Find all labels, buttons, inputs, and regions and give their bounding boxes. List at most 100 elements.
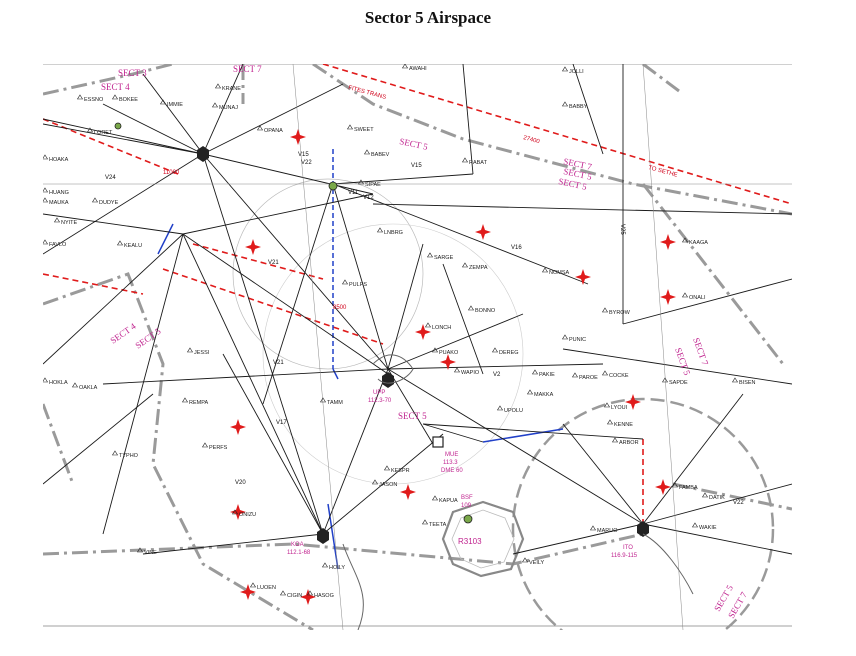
fix-icon <box>571 372 579 378</box>
fix-label: MAKKA <box>534 392 554 398</box>
fix-icon <box>426 252 434 258</box>
fix-icon <box>43 197 49 203</box>
fix-icon <box>561 334 569 340</box>
fix-label: CIGIN <box>287 593 302 599</box>
fix-icon <box>371 479 379 485</box>
fix-label: PERFS <box>209 445 228 451</box>
fix-icon <box>561 101 569 107</box>
fix-icon <box>376 227 384 233</box>
fix-label: IMMIE <box>167 102 183 108</box>
fix-icon <box>136 547 144 553</box>
coastline <box>342 354 694 630</box>
route-label: TO SETHE <box>647 165 677 179</box>
fix-icon <box>561 66 569 72</box>
blue-route <box>157 149 564 570</box>
frame-ticks <box>43 64 792 627</box>
fix-icon <box>661 377 669 383</box>
fix-label: SIPAE <box>365 182 381 188</box>
sector-map-svg: SECT 3 SECT 4 SECT 5 SECT 7 SECT 5 SECT … <box>43 64 792 630</box>
fix-icon <box>43 154 49 160</box>
fix-icon <box>526 389 534 395</box>
fix-icon <box>603 402 611 408</box>
fix-label: WAPIO <box>461 370 480 376</box>
fix-icon <box>357 179 365 185</box>
navaid-freq: 112.3-70 <box>368 398 392 404</box>
altitude-label: 27400 <box>522 135 540 145</box>
sector-label: SECT 4 <box>101 82 130 92</box>
fix-label: BABEV <box>371 152 390 158</box>
altitude-label: 8500 <box>333 305 347 311</box>
fix-icon <box>211 102 219 108</box>
sector-label: SECT 5 <box>673 346 692 377</box>
fix-label: KAPUA <box>439 498 458 504</box>
fix-icon <box>461 157 469 163</box>
fix-icon <box>86 127 94 133</box>
navaid-ito-icon <box>637 521 649 537</box>
fix-icon <box>256 125 264 131</box>
navaid-name: ITO <box>623 545 633 551</box>
page-title: Sector 5 Airspace <box>364 8 492 27</box>
fix-label: LUOEN <box>257 585 276 591</box>
fix-label: SAPDE <box>669 380 688 386</box>
fix-label: KRANE <box>222 86 241 92</box>
fix-icon <box>461 262 469 268</box>
fix-label: PAROE <box>579 375 598 381</box>
fix-label: OPANA <box>264 128 283 134</box>
fix-icon <box>363 149 371 155</box>
navaid-green2-icon <box>114 122 122 130</box>
airway-label: V16 <box>511 245 522 251</box>
sector-label: SECT 7 <box>233 64 262 74</box>
range-ring <box>232 178 424 370</box>
fix-label: MUNAJ <box>219 105 238 111</box>
fix-label: DUDYE <box>99 200 119 206</box>
fix-label: WAKIE <box>699 525 717 531</box>
fix-label: UPOLU <box>504 408 523 414</box>
fix-label: FAMBA <box>679 485 698 491</box>
fix-label: NYITE <box>61 220 78 226</box>
fix-icon <box>319 397 327 403</box>
airway-labels: V15 V22 V21 V21 V24 V2 V22 V25 V15 V11 V… <box>105 152 744 506</box>
navaid-freq: 113.3 <box>443 460 458 466</box>
fix-icon <box>306 590 314 596</box>
fix-label: PULPS <box>349 282 367 288</box>
airway-label: V22 <box>733 500 744 506</box>
fix-icon <box>111 94 119 100</box>
fix-icon <box>531 369 539 375</box>
fix-label: HOILY <box>329 565 345 571</box>
fix-icon <box>681 292 689 298</box>
airway-label: V15 <box>411 163 422 169</box>
fix-icon <box>606 419 614 425</box>
fix-icon <box>589 525 597 531</box>
airway-label: V15 <box>298 152 309 158</box>
fix-icon <box>496 405 504 411</box>
navaid-freq: 109 <box>461 503 472 509</box>
navaid-freq: 112.1-68 <box>287 550 311 556</box>
fix-label: BOKEE <box>119 97 138 103</box>
fix-label: DEREG <box>499 350 519 356</box>
fix-label: LONCH <box>432 325 451 331</box>
fix-icon <box>321 562 329 568</box>
fix-label: ONALI <box>689 295 706 301</box>
range-ring-outer <box>262 223 524 485</box>
fix-icon <box>521 557 529 563</box>
fix-label: KEALU <box>124 243 142 249</box>
fix-icon <box>53 217 61 223</box>
fix-label: JESSI <box>194 350 210 356</box>
fix-label: LORET <box>94 130 113 136</box>
fix-label: HOAKA <box>49 157 69 163</box>
airport-stars <box>230 129 676 605</box>
fix-icon <box>701 492 709 498</box>
fix-icon <box>116 240 124 246</box>
fix-label: DATIK <box>709 495 725 501</box>
fix-icon <box>671 482 679 488</box>
airway-label: V11 <box>348 190 359 196</box>
fix-icon <box>346 124 354 130</box>
altitude-label: 11000 <box>163 170 180 176</box>
fix-label: ESSNO <box>84 97 104 103</box>
airway-label: V25 <box>619 224 625 235</box>
fix-label: VEILY <box>529 560 545 566</box>
fix-label: TEETA <box>429 522 447 528</box>
airway-label: V21 <box>273 360 284 366</box>
fix-icon <box>201 442 209 448</box>
